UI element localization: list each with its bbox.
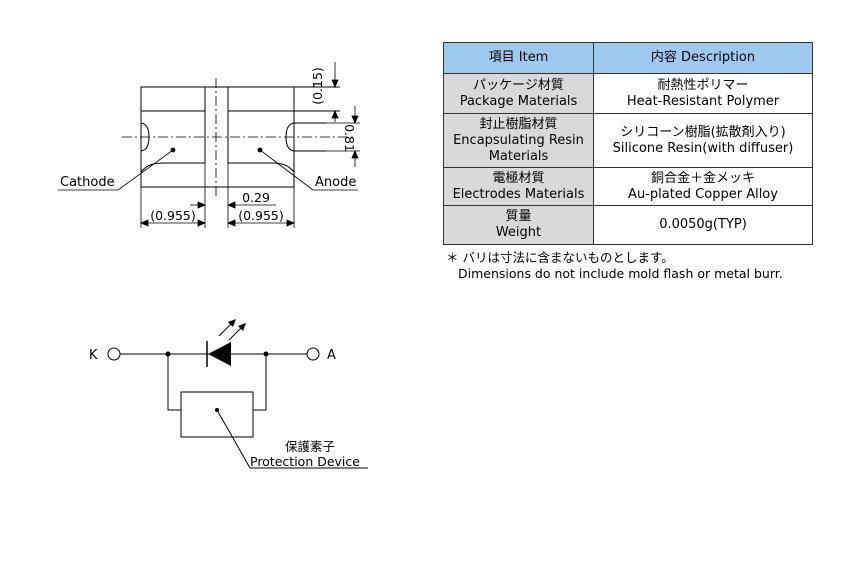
cell-text: Heat-Resistant Polymer: [626, 93, 780, 109]
note-en: Dimensions do not include mold flash or …: [458, 266, 783, 281]
dim-center-gap: 0.29: [242, 190, 270, 205]
dim-height: 0.81: [342, 124, 357, 152]
cell-text: Au-plated Copper Alloy: [628, 186, 778, 202]
light-arrow-head-1: [228, 319, 236, 327]
anode-electrode: [227, 111, 295, 173]
terminal-a-circle: [306, 347, 320, 361]
cell-text: 銅合金＋金メッキ: [650, 170, 755, 186]
cathode-electrode: [140, 111, 206, 173]
row-item: 質量 Weight: [443, 205, 594, 245]
cell-text: 0.0050g(TYP): [659, 217, 747, 232]
cell-text: シリコーン樹脂(拡散剤入り): [620, 124, 786, 140]
dim-right-half: (0.955): [238, 208, 284, 223]
dim-left-half: (0.955): [150, 208, 196, 223]
row-description: 銅合金＋金メッキ Au-plated Copper Alloy: [593, 167, 813, 206]
terminal-k-label: K: [89, 348, 98, 363]
cell-text: Silicone Resin(with diffuser): [612, 140, 794, 156]
cell-text: パッケージ材質: [473, 77, 564, 93]
row-description: シリコーン樹脂(拡散剤入り) Silicone Resin(with diffu…: [593, 113, 813, 168]
light-arrow-head-2: [238, 323, 246, 331]
row-item: パッケージ材質 Package Materials: [443, 73, 594, 114]
row-description: 0.0050g(TYP): [593, 205, 813, 245]
terminal-k-circle: [107, 347, 121, 361]
cell-text: 電極材質: [492, 170, 545, 186]
protection-label-jp: 保護素子: [285, 439, 335, 454]
table-row: パッケージ材質 Package Materials 耐熱性ポリマー Heat-R…: [443, 73, 813, 114]
led-triangle: [208, 342, 231, 366]
protection-label-en: Protection Device: [250, 454, 360, 469]
terminal-a-label: A: [327, 348, 336, 363]
cell-text: Encapsulating Resin: [453, 132, 584, 148]
row-item: 封止樹脂材質 Encapsulating Resin Materials: [443, 113, 594, 168]
table-row: 封止樹脂材質 Encapsulating Resin Materials シリコ…: [443, 113, 813, 168]
table-row: 質量 Weight 0.0050g(TYP): [443, 205, 813, 245]
lead-stub: [294, 122, 326, 152]
protection-device: [180, 391, 254, 438]
material-spec-table: 項目 Item 内容 Description パッケージ材質 Package M…: [443, 42, 813, 245]
cathode-label: Cathode: [60, 175, 115, 190]
dim-top-gap: (0.15): [310, 67, 325, 105]
upper-notch: [141, 87, 294, 112]
header-description: 内容 Description: [593, 42, 813, 74]
table-row: 電極材質 Electrodes Materials 銅合金＋金メッキ Au-pl…: [443, 167, 813, 206]
cell-text: 質量: [505, 209, 532, 224]
header-item: 項目 Item: [443, 42, 594, 74]
cell-text: 耐熱性ポリマー: [657, 77, 749, 93]
cell-text: Weight: [495, 225, 542, 240]
table-header-row: 項目 Item 内容 Description: [443, 42, 813, 74]
anode-label: Anode: [315, 175, 356, 190]
row-item: 電極材質 Electrodes Materials: [443, 167, 594, 206]
dimension-note: ＊ バリは寸法に含まないものとします。 Dimensions do not in…: [446, 250, 783, 282]
cell-text: 封止樹脂材質: [479, 116, 558, 132]
cell-text: Electrodes Materials: [452, 186, 585, 202]
row-description: 耐熱性ポリマー Heat-Resistant Polymer: [593, 73, 813, 114]
cell-text: Package Materials: [459, 93, 578, 109]
cell-text: Materials: [488, 148, 549, 164]
note-jp: ＊ バリは寸法に含まないものとします。: [446, 250, 674, 265]
